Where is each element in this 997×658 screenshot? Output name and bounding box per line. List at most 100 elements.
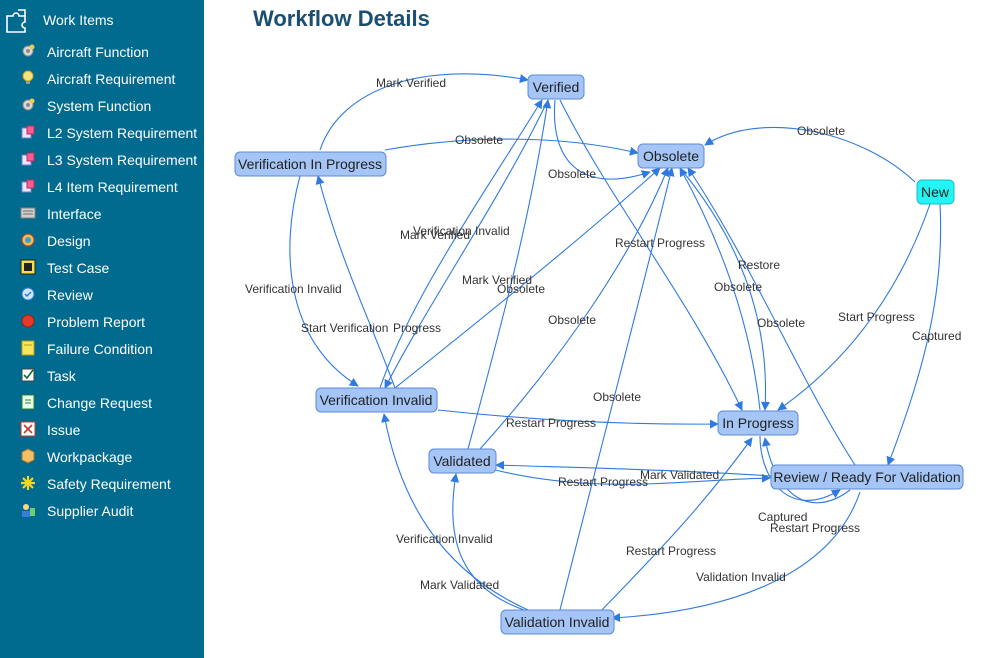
sidebar-item-safety-requirement[interactable]: Safety Requirement <box>0 470 204 497</box>
sidebar-item-label: Safety Requirement <box>47 476 171 492</box>
edge-label: Restore <box>738 258 780 272</box>
sidebar-item-label: Problem Report <box>47 314 146 330</box>
edge-label: Mark Verified <box>462 273 532 287</box>
edge-label: Restart Progress <box>626 544 716 558</box>
edge <box>687 167 856 466</box>
sidebar-item-issue[interactable]: Issue <box>0 416 204 443</box>
edge-label: Restart Progress <box>558 475 648 489</box>
edge <box>381 413 529 611</box>
sidebar-item-aircraft-function[interactable]: Aircraft Function <box>0 38 204 65</box>
sidebar-item-task[interactable]: Task <box>0 362 204 389</box>
edge <box>559 167 675 611</box>
sidebar-item-workpackage[interactable]: Workpackage <box>0 443 204 470</box>
checkbox-icon <box>20 367 36 383</box>
bulb-icon <box>20 70 36 86</box>
edge-label: Mark Validated <box>420 578 499 592</box>
edge <box>289 175 359 387</box>
node-new[interactable]: New <box>916 179 955 205</box>
sidebar-item-label: Change Request <box>47 395 153 411</box>
sidebar-item-label: Aircraft Function <box>47 44 149 60</box>
sidebar-item-label: L4 Item Requirement <box>47 179 178 195</box>
sidebar-item-aircraft-requirement[interactable]: Aircraft Requirement <box>0 65 204 92</box>
sidebar-item-failure-condition[interactable]: Failure Condition <box>0 335 204 362</box>
sidebar-header[interactable]: Work Items <box>0 6 204 34</box>
edge <box>384 138 639 156</box>
edge <box>479 167 670 450</box>
sidebar-item-label: Issue <box>47 422 81 438</box>
sidebar-item-l2-system-requirement[interactable]: L2 System Requirement <box>0 119 204 146</box>
node-review-ready-for-validation[interactable]: Review / Ready For Validation <box>770 464 964 490</box>
edge <box>394 167 661 389</box>
edge <box>679 167 770 411</box>
asterisk-icon <box>20 475 36 491</box>
node-validation-invalid[interactable]: Validation Invalid <box>500 609 615 635</box>
edge <box>437 409 719 429</box>
edge-label: Restart Progress <box>615 236 705 250</box>
sidebar-item-label: Aircraft Requirement <box>47 71 176 87</box>
sidebar-item-review[interactable]: Review <box>0 281 204 308</box>
review-icon <box>20 286 36 302</box>
edge <box>553 99 651 180</box>
sidebar-item-label: Task <box>47 368 76 384</box>
sidebar-item-problem-report[interactable]: Problem Report <box>0 308 204 335</box>
edge-label: Obsolete <box>548 313 596 327</box>
sidebar-item-l3-system-requirement[interactable]: L3 System Requirement <box>0 146 204 173</box>
edge <box>315 175 396 389</box>
sidebar-item-l4-item-requirement[interactable]: L4 Item Requirement <box>0 173 204 200</box>
interface-icon <box>20 205 36 221</box>
edge <box>759 435 841 501</box>
edge <box>467 99 552 450</box>
svg-text:Verification Invalid: Verification Invalid <box>320 392 433 408</box>
sidebar-item-interface[interactable]: Interface <box>0 200 204 227</box>
package-icon <box>20 448 36 464</box>
audit-icon <box>20 502 36 518</box>
edge <box>777 203 931 411</box>
svg-text:Validated: Validated <box>433 453 490 469</box>
test-case-icon <box>20 259 36 275</box>
svg-text:Verified: Verified <box>533 79 580 95</box>
edge <box>384 99 549 389</box>
sidebar-item-label: Review <box>47 287 93 303</box>
edge <box>761 437 851 504</box>
edge <box>679 167 761 411</box>
edge <box>704 127 916 183</box>
sidebar-item-label: Failure Condition <box>47 341 153 357</box>
edge-label: Captured <box>912 329 961 343</box>
edge-label: Mark Verified <box>400 228 470 242</box>
edge-label: Progress <box>393 321 441 335</box>
sidebar-item-test-case[interactable]: Test Case <box>0 254 204 281</box>
edge <box>611 491 861 623</box>
svg-text:Review / Ready For Validation: Review / Ready For Validation <box>773 469 960 485</box>
sidebar-item-label: Test Case <box>47 260 110 276</box>
svg-text:New: New <box>921 184 950 200</box>
edge-label: Obsolete <box>757 316 805 330</box>
page-title: Workflow Details <box>253 6 430 31</box>
edge <box>494 469 771 485</box>
node-validated[interactable]: Validated <box>428 448 497 474</box>
node-in-progress[interactable]: In Progress <box>717 410 799 436</box>
sidebar-item-label: Design <box>47 233 91 249</box>
edge-label: Restart Progress <box>770 521 860 535</box>
edge-label: Obsolete <box>497 282 545 296</box>
svg-text:In Progress: In Progress <box>722 415 794 431</box>
sidebar-item-label: L2 System Requirement <box>47 125 198 141</box>
sidebar-item-supplier-audit[interactable]: Supplier Audit <box>0 497 204 524</box>
svg-text:Obsolete: Obsolete <box>643 148 699 164</box>
sidebar-item-change-request[interactable]: Change Request <box>0 389 204 416</box>
edge-label: Captured <box>758 510 807 524</box>
sidebar-item-label: L3 System Requirement <box>47 152 198 168</box>
sidebar-item-system-function[interactable]: System Function <box>0 92 204 119</box>
workflow-diagram: Mark Verified Obsolete Obsolete Obsolete… <box>234 73 964 635</box>
node-verification-invalid[interactable]: Verification Invalid <box>315 387 438 413</box>
sidebar-item-design[interactable]: Design <box>0 227 204 254</box>
edge-label: Verification Invalid <box>413 224 510 238</box>
node-verification-in-progress[interactable]: Verification In Progress <box>234 151 387 177</box>
edge-label: Validation Invalid <box>696 570 786 584</box>
edge <box>599 437 753 613</box>
edge <box>495 460 773 477</box>
node-verified[interactable]: Verified <box>527 74 585 100</box>
node-obsolete[interactable]: Obsolete <box>637 143 705 169</box>
edge <box>379 99 543 389</box>
edge-label: Verification Invalid <box>396 532 493 546</box>
